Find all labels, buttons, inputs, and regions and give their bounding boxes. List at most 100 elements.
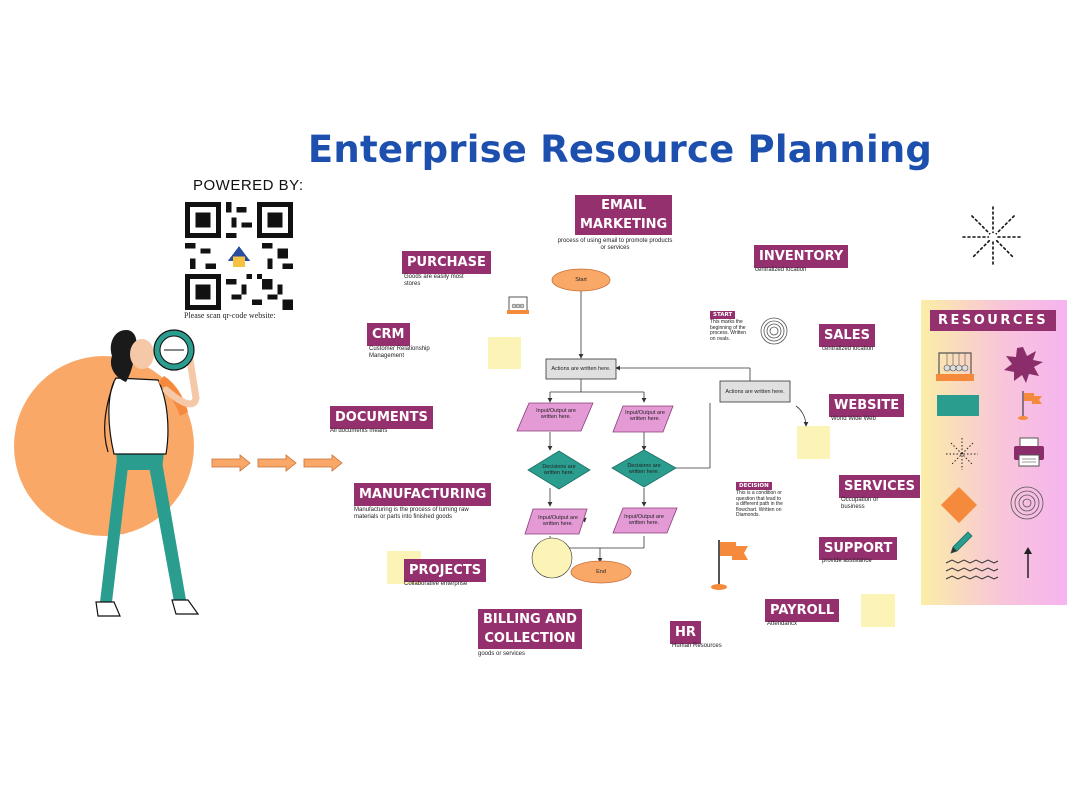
description-line: business <box>841 504 865 510</box>
module-inventory[interactable]: INVENTORY <box>754 245 849 268</box>
flow-end-label: End <box>596 569 606 575</box>
description-line: question that lead to <box>736 495 782 502</box>
arrow-right-icon <box>257 454 297 472</box>
starburst-icon <box>962 206 1024 268</box>
module-website[interactable]: WEBSITE <box>829 394 905 417</box>
arrow-right-icon <box>211 454 251 472</box>
decision-diamond <box>611 449 677 488</box>
starburst-icon[interactable] <box>1002 346 1044 384</box>
description-line: Manufacturing is the process of turning … <box>354 507 469 513</box>
description-line: This is a condition or <box>736 490 782 496</box>
pen-icon[interactable] <box>948 530 974 556</box>
description-line: This marks the <box>710 319 743 325</box>
description-line: on ovals. <box>710 335 731 342</box>
arrow-right-icon <box>303 454 343 472</box>
printer-icon[interactable] <box>1012 436 1046 468</box>
module-sales[interactable]: SALES <box>819 324 875 347</box>
arrow-up-icon[interactable] <box>1021 546 1035 580</box>
target-icon[interactable] <box>1009 484 1045 522</box>
sticky-note[interactable] <box>488 337 521 369</box>
description-line: Occupation or <box>841 497 879 503</box>
module-description: centralized location <box>822 346 874 352</box>
io-parallelogram <box>524 508 588 535</box>
flow-io-label: Input/Output are written here. <box>625 410 665 422</box>
module-description: All documents means <box>330 428 388 434</box>
resources-title: RESOURCES <box>930 310 1057 331</box>
legend-start-description: This marks the beginning of the process.… <box>710 319 747 342</box>
module-title: MARKETING <box>580 217 668 232</box>
flag-icon[interactable] <box>1014 389 1044 421</box>
module-title: EMAIL <box>601 198 647 213</box>
module-services[interactable]: SERVICES <box>839 475 920 498</box>
person-with-magnifier-illustration <box>14 329 200 617</box>
module-projects[interactable]: PROJECTS <box>404 559 487 582</box>
description-line: process. Written <box>710 330 747 336</box>
module-title: COLLECTION <box>484 631 576 646</box>
teal-rectangle-icon[interactable] <box>937 395 979 416</box>
module-description: Customer Relationship Management <box>369 346 430 360</box>
sticky-note[interactable] <box>797 426 830 459</box>
legend-decision-tag: DECISION <box>736 482 772 490</box>
io-parallelogram <box>612 405 674 433</box>
module-description: goods or services <box>478 651 526 657</box>
flow-io-label: Input/Output are written here. <box>536 408 576 420</box>
module-payroll[interactable]: PAYROLL <box>765 599 840 622</box>
module-description: Goods are easily most stores <box>404 274 464 288</box>
flow-action-label: Actions are written here. <box>551 366 611 372</box>
description-line: stores <box>404 281 421 287</box>
flowchart <box>516 268 809 584</box>
flow-start-label: Start <box>575 277 587 283</box>
module-support[interactable]: SUPPORT <box>819 537 898 560</box>
orange-diamond-icon[interactable] <box>939 485 979 525</box>
scan-qr-caption: Please scan qr-code website: <box>184 311 276 320</box>
description-line: a different path in the <box>736 501 783 507</box>
module-manufacturing[interactable]: MANUFACTURING <box>354 483 492 506</box>
end-oval <box>570 560 632 584</box>
module-description: Manufacturing is the process of turning … <box>354 507 469 521</box>
page-title: Enterprise Resource Planning <box>307 128 933 171</box>
newtons-cradle-icon <box>507 296 529 314</box>
module-description: World Wide Web <box>831 416 876 422</box>
flag-icon <box>711 540 748 590</box>
io-parallelogram <box>516 402 594 432</box>
target-icon <box>760 317 788 345</box>
qr-code-icon[interactable] <box>185 202 293 310</box>
action-box <box>545 358 617 380</box>
module-crm[interactable]: CRM <box>367 323 410 346</box>
module-hr[interactable]: HR <box>670 621 701 644</box>
module-description: provide assistance <box>822 558 872 564</box>
module-description: Human Resources <box>672 643 722 649</box>
module-description: centralized location <box>755 267 807 273</box>
description-line: Management <box>369 353 405 359</box>
module-description: Occupation or business <box>841 497 878 511</box>
process-arrows <box>211 454 343 472</box>
flow-action-label: Actions are written here. <box>725 389 785 395</box>
description-line: process of using email to promote produc… <box>557 238 673 244</box>
newtons-cradle-icon[interactable] <box>935 350 975 382</box>
powered-by-label: POWERED BY: <box>193 177 304 194</box>
description-line: Customer Relationship <box>369 346 430 352</box>
module-billing-and-collection[interactable]: BILLING AND COLLECTION <box>478 609 582 649</box>
sticky-circle <box>531 537 573 579</box>
wave-lines-icon[interactable] <box>944 559 1000 583</box>
flow-io-label: Input/Output are written here. <box>624 514 664 526</box>
flow-decision-label: Decisions are written here. <box>627 463 661 475</box>
decision-diamond <box>527 450 591 490</box>
flow-io-label: Input/Output are written here. <box>538 515 578 527</box>
description-line: materials or parts into finished goods <box>354 514 453 520</box>
module-documents[interactable]: DOCUMENTS <box>330 406 433 429</box>
module-description: process of using email to promote produc… <box>540 238 690 252</box>
legend-start-tag: START <box>710 311 736 319</box>
description-line: Goods are easily most <box>404 274 464 280</box>
module-email-marketing[interactable]: EMAIL MARKETING <box>575 195 673 235</box>
start-oval <box>551 268 611 292</box>
module-description: Collaborative enterprise <box>404 581 468 587</box>
action-box <box>719 380 791 403</box>
sticky-note[interactable] <box>861 594 895 627</box>
io-parallelogram <box>612 507 678 534</box>
description-line: flowchart. Written on <box>736 506 782 513</box>
module-purchase[interactable]: PURCHASE <box>402 251 491 274</box>
description-line: Diamonds. <box>736 512 760 518</box>
module-title: BILLING AND <box>483 612 577 627</box>
sparkle-icon[interactable] <box>944 436 980 472</box>
